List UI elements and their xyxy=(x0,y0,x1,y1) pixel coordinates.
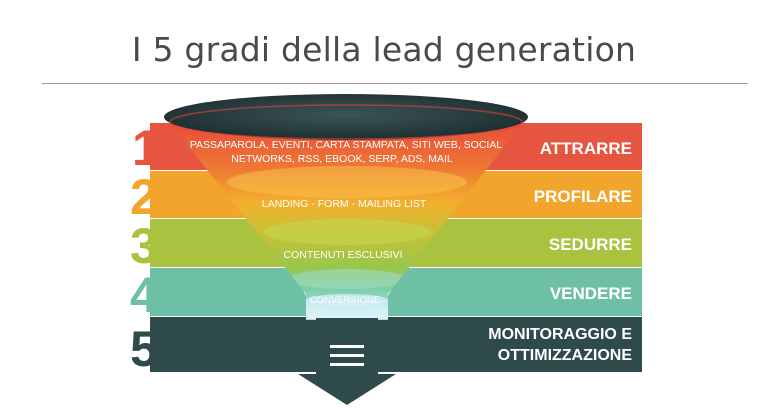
funnel-texts: PASSAPAROLA, EVENTI, CARTA STAMPATA, SIT… xyxy=(190,139,503,306)
funnel-text-1-line-1: PASSAPAROLA, EVENTI, CARTA STAMPATA, SIT… xyxy=(190,139,503,151)
funnel xyxy=(164,94,528,320)
band-5-left xyxy=(150,317,316,372)
funnel-layer-edge-4 xyxy=(289,269,405,289)
level-number-1: 1 xyxy=(132,120,160,176)
level-label-4: VENDERE xyxy=(550,284,632,303)
band-3-left xyxy=(150,219,291,267)
menu-lines-icon xyxy=(330,345,364,366)
level-number-5: 5 xyxy=(130,321,158,377)
funnel-inner-layers xyxy=(227,166,467,289)
right-bands xyxy=(378,123,642,372)
funnel-rim xyxy=(164,94,528,140)
page-title: I 5 gradi della lead generation xyxy=(131,30,637,69)
funnel-text-2: LANDING - FORM - MAILING LIST xyxy=(262,198,427,210)
level-numbers: 1 2 3 4 5 xyxy=(130,120,160,377)
band-4-left xyxy=(150,268,316,316)
level-label-5-line-2: OTTIMIZZAZIONE xyxy=(498,347,633,364)
title-divider xyxy=(42,83,748,84)
level-label-2: PROFILARE xyxy=(534,187,632,206)
band-4-right xyxy=(378,268,642,316)
level-label-3: SEDURRE xyxy=(549,235,632,254)
funnel-spout xyxy=(306,300,388,320)
funnel-layer-edge-3 xyxy=(263,219,431,245)
level-number-3: 3 xyxy=(130,218,158,274)
funnel-layer-edge-2 xyxy=(227,166,467,198)
funnel-body xyxy=(165,117,528,319)
level-label-5-line-1: MONITORAGGIO E xyxy=(488,326,632,343)
band-5-right xyxy=(378,317,642,372)
level-labels: ATTRARRE PROFILARE SEDURRE VENDERE MONIT… xyxy=(488,139,632,364)
level-number-2: 2 xyxy=(130,169,158,225)
funnel-text-4: CONVERSIONE xyxy=(310,295,380,306)
funnel-rim-inner-edge xyxy=(169,104,523,140)
funnel-text-3: CONTENUTI ESCLUSIVI xyxy=(283,249,402,261)
band-3-right xyxy=(403,219,642,267)
level-number-4: 4 xyxy=(130,267,158,323)
band-2-right xyxy=(432,171,642,218)
left-bands xyxy=(150,123,316,372)
level-label-1: ATTRARRE xyxy=(540,139,632,158)
down-arrow-icon xyxy=(298,318,396,405)
funnel-text-1-line-2: NETWORKS, RSS, EBOOK, SERP, ADS, MAIL xyxy=(231,153,453,165)
